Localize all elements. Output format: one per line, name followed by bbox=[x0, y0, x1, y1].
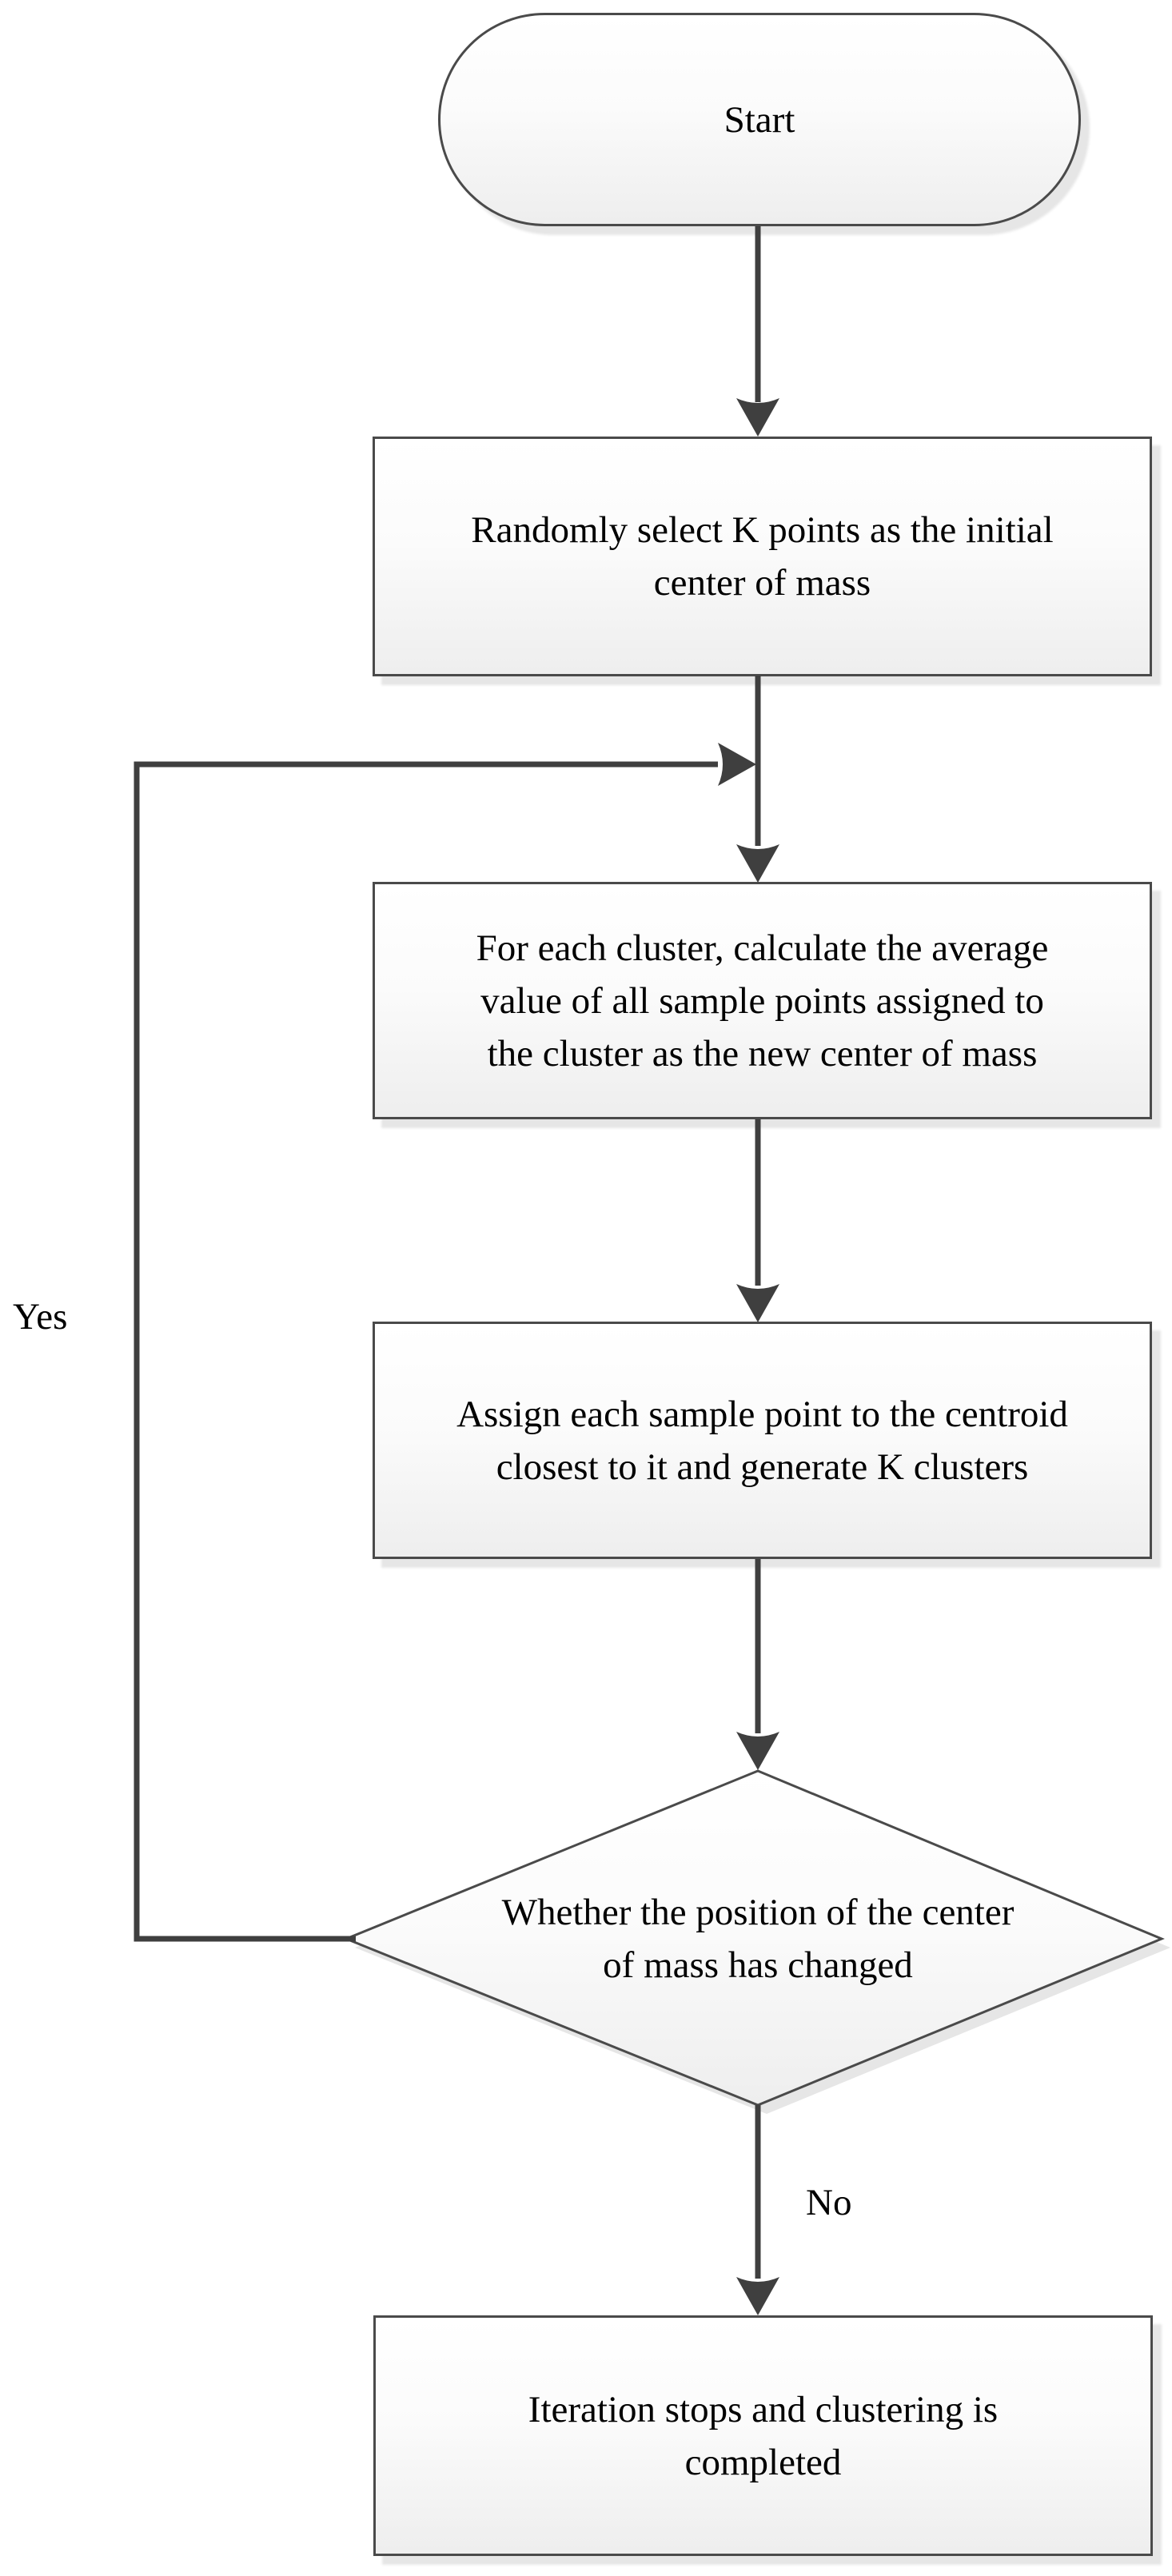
node-iteration-stops: Iteration stops and clustering is comple… bbox=[373, 2315, 1153, 2556]
node-select-initial-centroids-text-line1: Randomly select K points as the initial bbox=[471, 509, 1054, 551]
node-select-initial-centroids-text-line2: center of mass bbox=[653, 562, 871, 604]
node-assign-points-text-line2: closest to it and generate K clusters bbox=[496, 1446, 1029, 1488]
arrowhead-into-step1 bbox=[736, 398, 779, 437]
node-calculate-average-text-line3: the cluster as the new center of mass bbox=[487, 1032, 1038, 1075]
node-iteration-stops-text-line1: Iteration stops and clustering is bbox=[528, 2388, 999, 2430]
node-decision: Whether the position of the center of ma… bbox=[358, 1863, 1158, 2015]
node-start-text: Start bbox=[724, 98, 795, 141]
node-calculate-average-text-line1: For each cluster, calculate the average bbox=[476, 927, 1049, 969]
node-calculate-average-text-line2: value of all sample points assigned to bbox=[480, 979, 1044, 1022]
node-decision-text-line2: of mass has changed bbox=[603, 1944, 913, 1986]
node-select-initial-centroids: Randomly select K points as the initial … bbox=[373, 437, 1152, 676]
no-label: No bbox=[806, 2182, 852, 2223]
arrowhead-into-end bbox=[736, 2277, 779, 2315]
arrowhead-into-step3 bbox=[736, 1284, 779, 1322]
arrowhead-into-step2 bbox=[736, 844, 779, 883]
node-iteration-stops-text-line2: completed bbox=[684, 2441, 842, 2483]
node-decision-text-line1: Whether the position of the center bbox=[501, 1892, 1015, 1933]
arrowhead-yes-junction bbox=[718, 743, 756, 786]
arrowhead-into-decision bbox=[736, 1732, 779, 1770]
node-assign-points-text-line1: Assign each sample point to the centroid bbox=[456, 1393, 1068, 1435]
node-start: Start bbox=[438, 13, 1081, 226]
node-calculate-average: For each cluster, calculate the average … bbox=[373, 882, 1152, 1119]
node-assign-points: Assign each sample point to the centroid… bbox=[373, 1322, 1152, 1559]
yes-label: Yes bbox=[13, 1296, 68, 1338]
